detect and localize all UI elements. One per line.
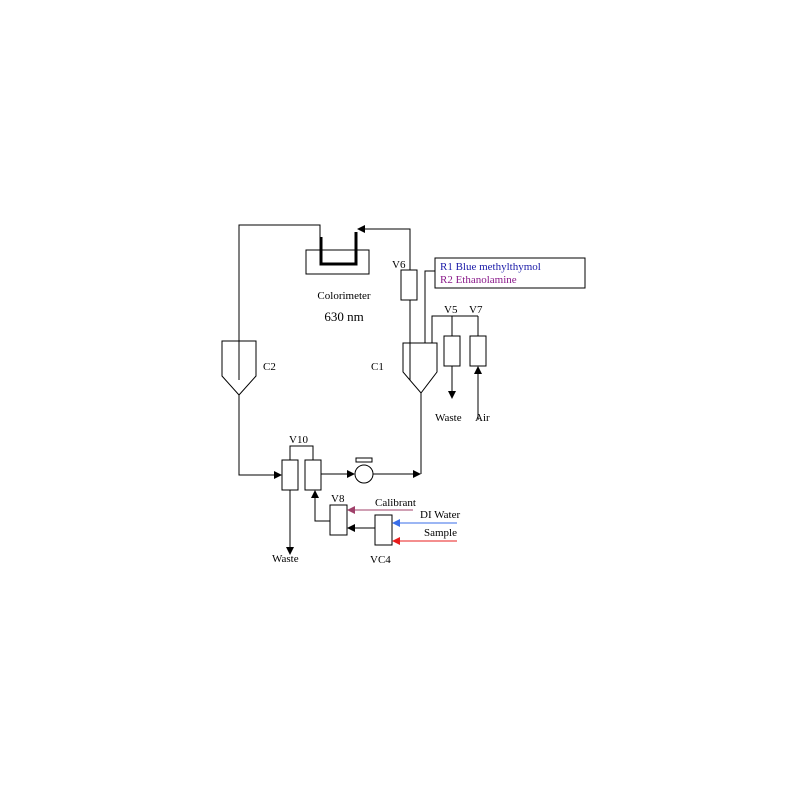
valve-v6	[400, 269, 418, 301]
v5-label: V5	[444, 304, 458, 316]
valve-v8	[329, 504, 348, 536]
v7-label: V7	[469, 304, 483, 316]
c1-label: C1	[371, 361, 384, 373]
vessel-c1	[402, 342, 438, 394]
wavelength-label: 630 nm	[324, 309, 363, 324]
v10-label: V10	[289, 434, 308, 446]
reagent-r2: R2 Ethanolamine	[440, 274, 517, 286]
colorimeter-label: Colorimeter	[317, 290, 370, 302]
waste-bottom-label: Waste	[272, 553, 299, 565]
c2-to-colorimeter-line	[238, 224, 321, 380]
colorimeter	[305, 232, 370, 275]
c2-label: C2	[263, 361, 276, 373]
flow-cell	[319, 232, 358, 266]
pump-icon	[354, 457, 374, 484]
v8-label: V8	[331, 493, 345, 505]
v10-link	[289, 445, 314, 460]
waste-right-label: Waste	[435, 412, 462, 424]
calibrant-label: Calibrant	[375, 497, 416, 509]
sample-label: Sample	[424, 527, 457, 539]
vc4-label: VC4	[370, 554, 391, 566]
reagent-box	[434, 257, 586, 289]
valve-vc4	[374, 514, 393, 546]
reagent-line	[424, 270, 435, 364]
valve-v10-a	[281, 459, 299, 491]
v5-v7-manifold	[431, 315, 479, 343]
v6-label: V6	[392, 259, 406, 271]
valve-v7	[469, 335, 487, 367]
air-label: Air	[475, 412, 490, 424]
di-water-label: DI Water	[420, 509, 460, 521]
c2-to-v10-line	[238, 395, 282, 479]
reagent-r1: R1 Blue methylthymol	[440, 261, 541, 273]
valve-v5	[443, 335, 461, 367]
valve-v10-b	[304, 459, 322, 491]
v8-to-v10-line	[311, 490, 330, 522]
